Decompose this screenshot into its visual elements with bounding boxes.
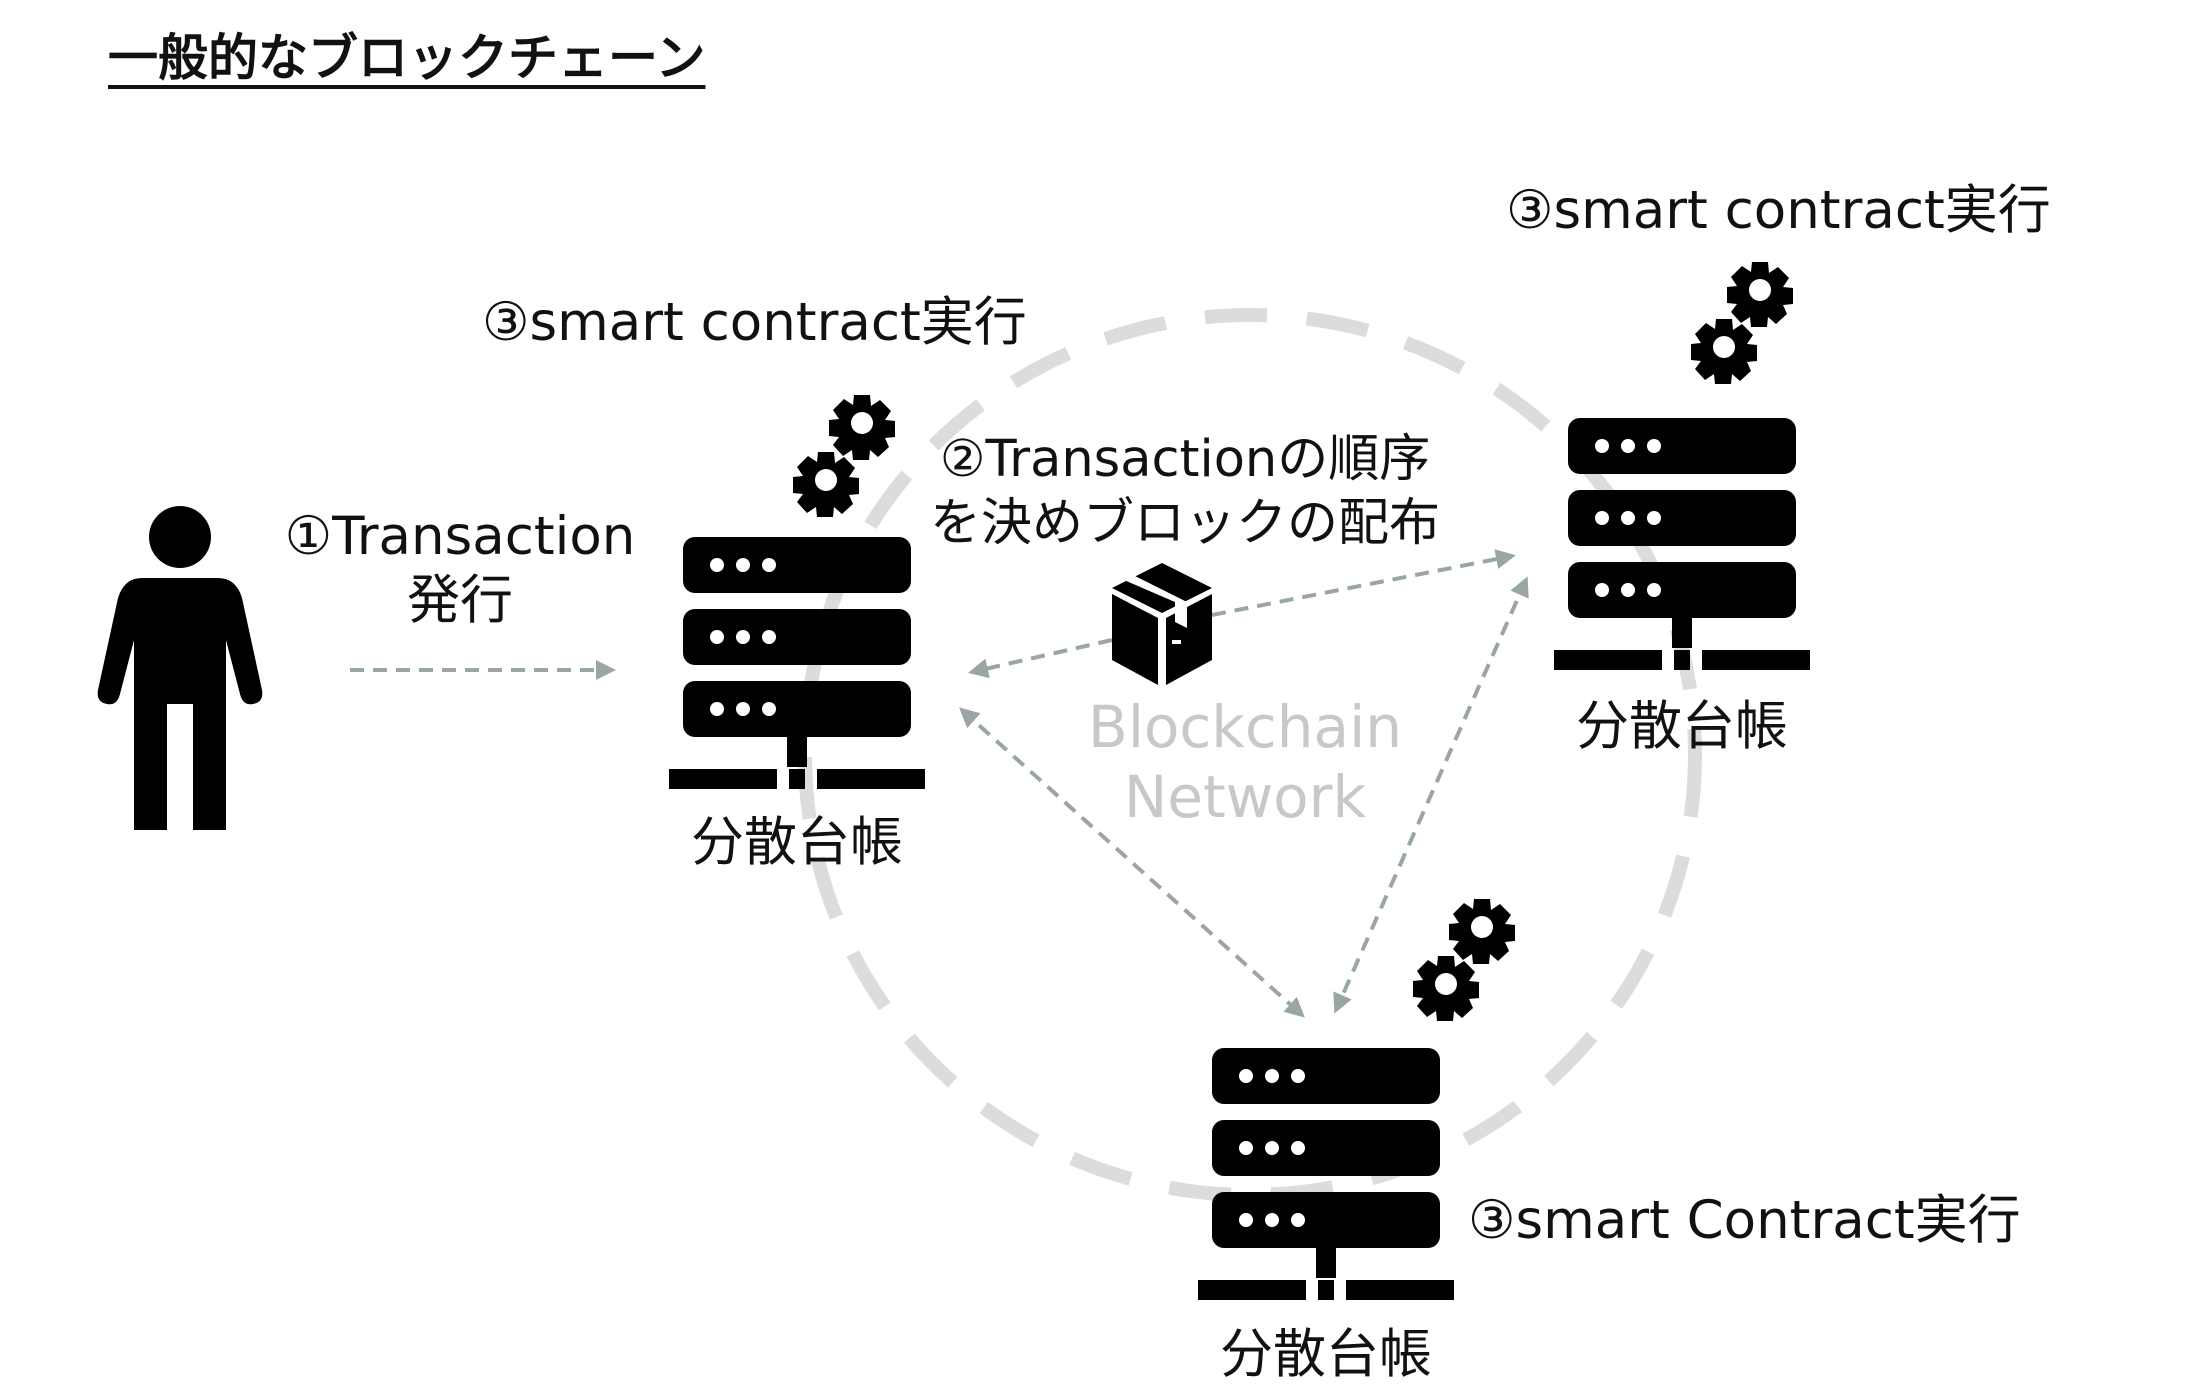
- network-ring: [798, 308, 1702, 1202]
- step2-line1: ②Transactionの順序: [939, 430, 1431, 489]
- step2-line2: を決めブロックの配布: [929, 494, 1440, 553]
- network-label-line1: Blockchain: [1088, 693, 1402, 761]
- server-icon: [1554, 418, 1810, 670]
- gear-icon: [1727, 262, 1793, 327]
- network-label: Blockchain Network: [1060, 692, 1430, 832]
- gear-icon: [1449, 899, 1515, 964]
- step1-line1: ①Transaction: [284, 506, 636, 567]
- arrow-block-to-node-right: [1211, 549, 1516, 617]
- diagram-title: 一般的なブロックチェーン: [108, 29, 706, 87]
- gear-icon: [829, 395, 895, 460]
- step1-line2: 発行: [407, 570, 513, 631]
- node-bottom-ledger-label: 分散台帳: [1220, 1324, 1432, 1385]
- gear-icon: [1691, 319, 1757, 384]
- node-right-ledger-label: 分散台帳: [1576, 696, 1788, 757]
- network-label-line2: Network: [1123, 763, 1367, 831]
- package-box-icon: [1112, 563, 1212, 685]
- node-bottom-contract-label: ③smart Contract実行: [1468, 1190, 2021, 1251]
- server-icon: [1198, 1048, 1454, 1300]
- gear-icon: [1413, 956, 1479, 1021]
- server-icon: [669, 537, 925, 789]
- node-left-ledger-label: 分散台帳: [691, 812, 903, 873]
- node-left-contract-label: ③smart contract実行: [482, 292, 1027, 353]
- arrow-block-to-node-left: [968, 638, 1113, 679]
- step1-label: ①Transaction 発行: [280, 505, 640, 633]
- gear-icon: [793, 452, 859, 517]
- node-right-contract-label: ③smart contract実行: [1506, 180, 2051, 241]
- person-icon: [97, 506, 263, 830]
- step2-label: ②Transactionの順序 を決めブロックの配布: [925, 428, 1445, 556]
- arrow-right-bottom: [1333, 576, 1529, 1014]
- arrow-left-bottom: [959, 707, 1305, 1018]
